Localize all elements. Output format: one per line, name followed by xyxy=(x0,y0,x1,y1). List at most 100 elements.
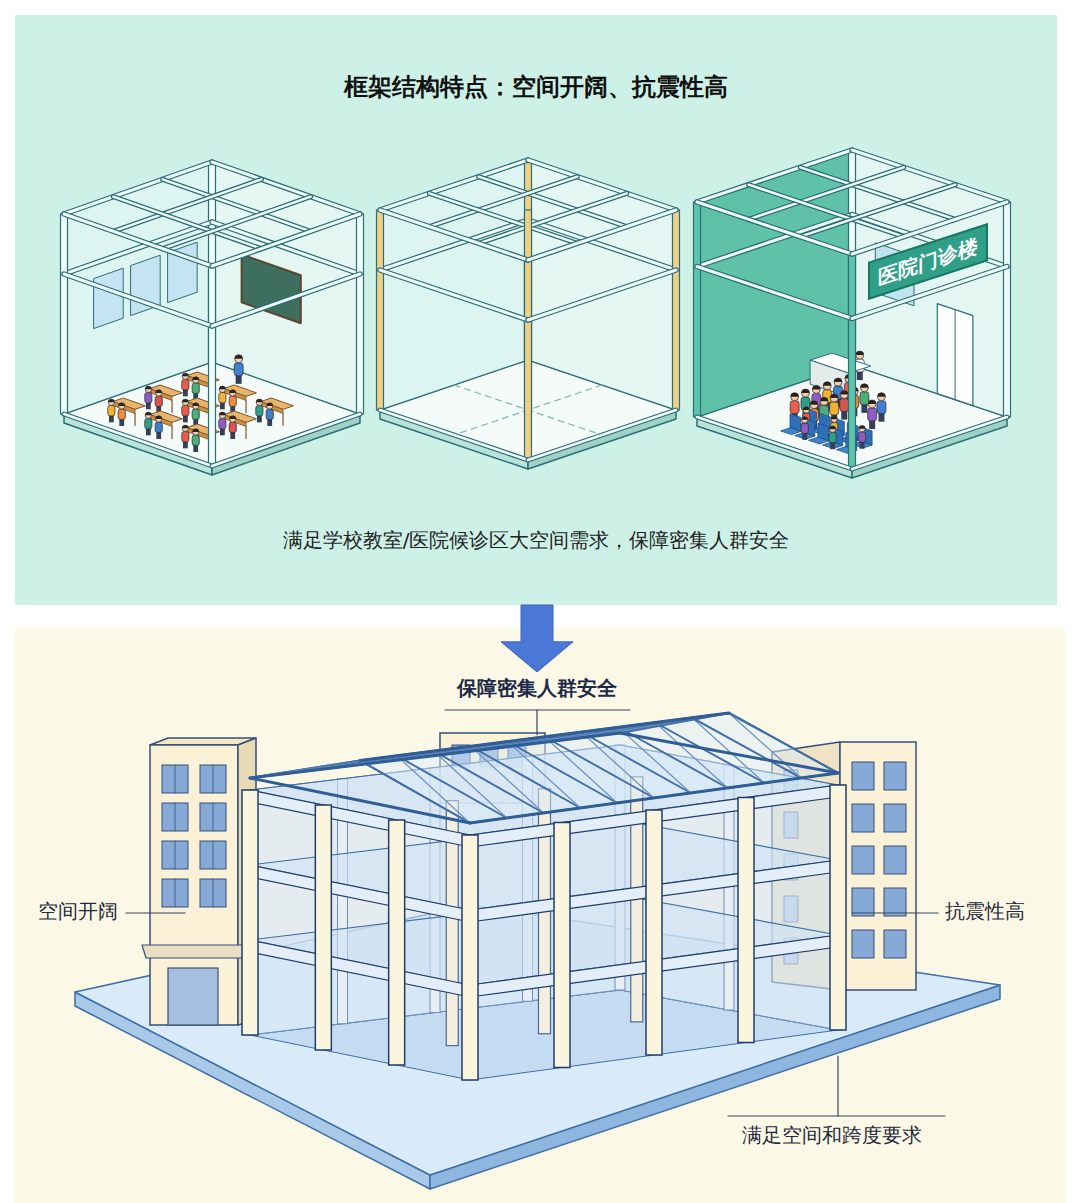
beam-face xyxy=(380,220,528,270)
person-figure xyxy=(192,377,199,400)
desk-leg xyxy=(134,413,135,425)
roof-truss xyxy=(250,713,838,823)
person-hair xyxy=(829,426,835,429)
person-body xyxy=(182,380,189,390)
beam-face xyxy=(64,414,212,466)
person-body xyxy=(145,419,152,429)
person-hair xyxy=(859,426,865,429)
chord xyxy=(250,778,470,823)
window-mullion xyxy=(175,765,176,793)
person-hair xyxy=(119,403,125,406)
beam-face xyxy=(212,414,360,466)
column xyxy=(554,823,570,1068)
person-head xyxy=(868,400,876,408)
chord xyxy=(470,773,838,823)
person-figure xyxy=(155,390,162,413)
person-hair xyxy=(802,417,808,420)
beam-face xyxy=(528,410,676,460)
person-hair xyxy=(856,351,864,355)
person-head xyxy=(830,394,838,402)
person-hair xyxy=(219,412,225,415)
column xyxy=(357,214,364,414)
person-head xyxy=(829,426,835,432)
person-body xyxy=(790,401,799,414)
person-hair xyxy=(256,399,262,402)
building-face xyxy=(840,742,916,990)
person-body xyxy=(801,423,808,433)
person-hair xyxy=(812,385,820,389)
callout-label: 满足空间和跨度要求 xyxy=(742,1122,922,1148)
person-body xyxy=(108,406,115,416)
person-head xyxy=(820,397,828,405)
person-hair xyxy=(830,394,838,398)
person-head xyxy=(810,401,818,409)
top-panel: 满足学校教室/医院候诊区大空间需求，保障密集人群安全医院门诊楼 xyxy=(15,15,1057,605)
desk-leg xyxy=(171,400,172,412)
truss-member xyxy=(581,732,690,793)
beam xyxy=(528,410,676,460)
frame-cube xyxy=(377,160,680,469)
person-figure xyxy=(108,399,115,422)
person-hair xyxy=(820,397,828,401)
beam-face xyxy=(528,220,676,270)
window xyxy=(852,930,874,958)
callout-box: 保障密集人群安全 xyxy=(449,672,625,704)
top-panel-ground xyxy=(15,15,1057,605)
leader-line xyxy=(126,912,185,913)
person-figure xyxy=(155,416,162,439)
node-text: 保障密集人群安全 xyxy=(457,675,617,701)
person-figure xyxy=(830,394,839,423)
beam-face xyxy=(380,210,528,260)
window xyxy=(200,765,226,793)
person-head xyxy=(791,393,799,401)
person-figure xyxy=(192,429,199,452)
seat xyxy=(809,437,829,444)
window xyxy=(162,803,188,831)
person-figure xyxy=(801,417,808,440)
person-head xyxy=(812,385,820,393)
beam xyxy=(380,210,528,260)
person-head xyxy=(235,355,243,363)
column xyxy=(646,810,662,1055)
truss-member xyxy=(508,742,618,804)
leader-line xyxy=(852,912,938,913)
person-figure xyxy=(229,416,236,439)
beam-face xyxy=(697,267,852,319)
glass-wall xyxy=(212,162,360,414)
person-figure xyxy=(868,400,877,429)
person-head xyxy=(230,416,236,422)
person-head xyxy=(859,426,865,432)
person-head xyxy=(267,403,273,409)
column xyxy=(830,785,846,1030)
person-hair xyxy=(802,389,810,393)
node-text: 医院门诊楼 xyxy=(878,232,978,290)
person-head xyxy=(145,412,151,418)
person-body xyxy=(868,408,877,421)
beam xyxy=(528,210,676,260)
person-head xyxy=(256,399,262,405)
window xyxy=(884,804,906,832)
column xyxy=(389,820,405,1065)
person-figure xyxy=(229,390,236,413)
column xyxy=(209,266,216,466)
person-head xyxy=(860,384,868,392)
person-head xyxy=(856,351,864,359)
window xyxy=(200,841,226,869)
beam xyxy=(697,267,852,319)
person-figure xyxy=(118,403,125,426)
chord xyxy=(250,733,620,778)
person-hair xyxy=(877,393,885,397)
person-body xyxy=(266,409,273,419)
beam-face xyxy=(697,215,852,267)
beam-face xyxy=(380,410,528,460)
window xyxy=(162,879,188,907)
flow-arrow xyxy=(501,605,573,672)
person-body xyxy=(829,432,836,442)
callout-label: 空间开阔 xyxy=(38,898,118,924)
person-head xyxy=(156,390,162,396)
person-head xyxy=(803,407,809,413)
person-figure xyxy=(877,393,886,422)
person-head xyxy=(877,393,885,401)
